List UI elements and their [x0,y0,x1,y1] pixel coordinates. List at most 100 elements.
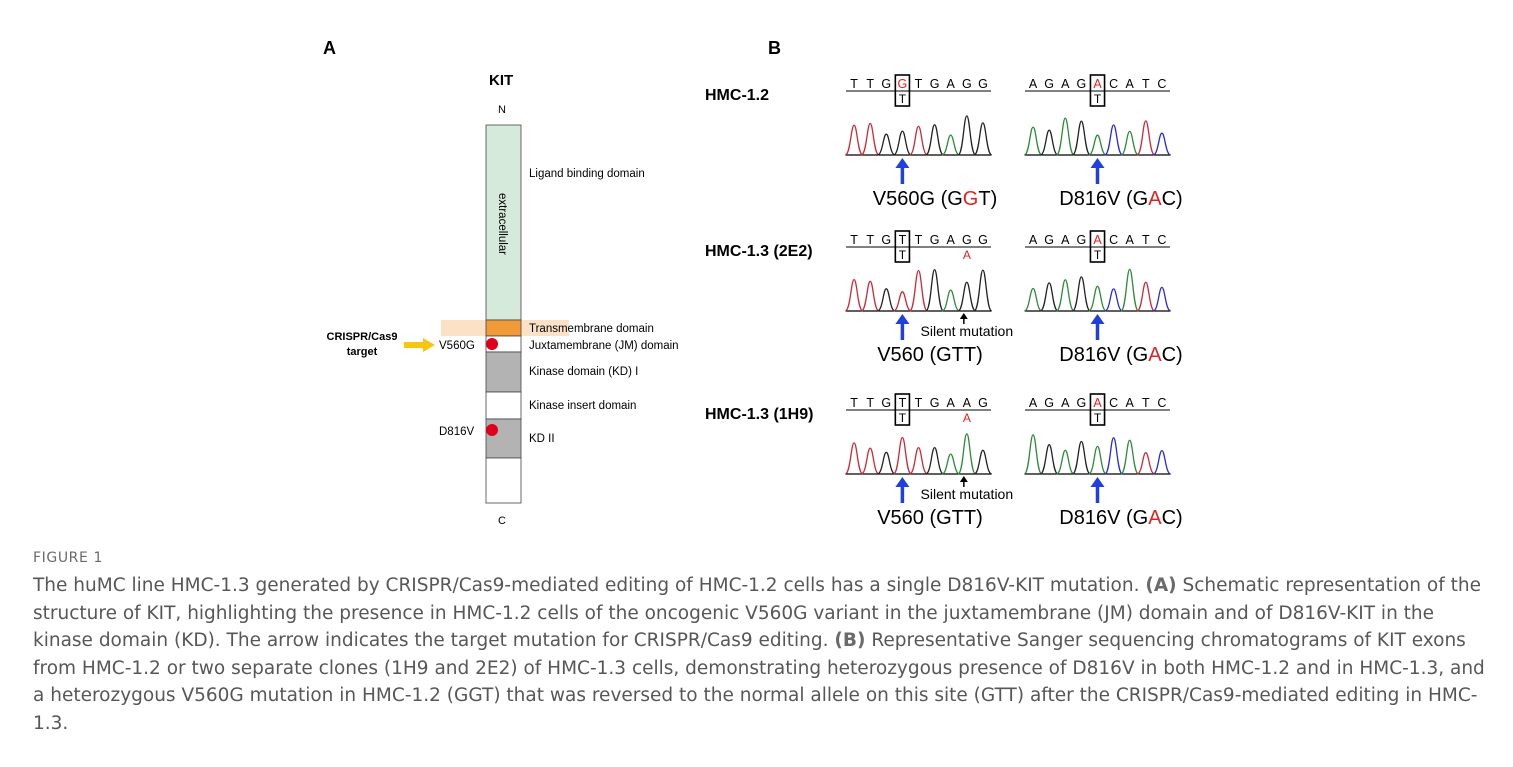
hmc-1-3-1h9-left-mutation-box [894,393,911,426]
hmc-1-3-1h9-left-base-8: G [978,396,988,410]
hmc-1-2-left-peak-8 [973,122,993,156]
crispr-target-label-line1: CRISPR/Cas9 [327,331,398,343]
hmc-1-3-1h9-left-arrow-head [895,477,910,487]
hmc-1-3-1h9-left-base-2: G [881,396,891,410]
hmc-1-3-2e2-right-base-3: G [1077,233,1087,247]
hmc-1-3-1h9-left-peak-5 [925,446,944,475]
hmc-1-3-1h9-right-peak-0 [1023,434,1043,475]
hmc-1-3-1h9-right-peak-3 [1071,440,1091,475]
hmc-1-3-2e2-right-base-0: A [1029,233,1038,247]
juxtamembrane-label: Juxtamembrane (JM) domain [529,340,679,352]
hmc-1-3-1h9-left-base-4: T [915,396,923,410]
hmc-1-2-left-peak-7 [957,115,977,156]
hmc-1-3-1h9-right-peak-1 [1039,444,1059,475]
hmc-1-3-2e2-left-peak-0 [844,278,864,312]
caption-a-label: (A) [1145,575,1177,596]
hmc-1-2-row-title: HMC-1.2 [705,87,769,104]
hmc-1-3-1h9-right-peak-5 [1104,437,1124,475]
hmc-1-3-1h9-right-mutation-box [1089,393,1106,426]
hmc-1-3-2e2-left-base-2: G [881,233,891,247]
kinase-insert-label: Kinase insert domain [529,400,636,412]
hmc-1-3-2e2-left-alt-base: T [899,248,907,262]
hmc-1-2-left-base-3: G [898,77,908,91]
hmc-1-3-2e2-left-peak-2 [877,288,896,312]
kit-title: KIT [489,72,513,89]
hmc-1-3-1h9-left-base-3: T [899,396,907,410]
hmc-1-3-2e2-left-base-5: G [930,233,940,247]
hmc-1-3-2e2-right-peak-2 [1055,279,1075,312]
hmc-1-2-right-peak-5 [1104,124,1123,156]
hmc-1-3-1h9-right-base-8: C [1157,396,1166,410]
hmc-1-3-1h9-left-peak-3 [892,436,912,475]
extracellular-label: extracellular [496,193,508,255]
hmc-1-2-left-peak-1 [860,122,880,156]
hmc-1-2-right-base-2: A [1061,77,1070,91]
hmc-1-3-1h9-left-base-7: A [963,396,972,410]
hmc-1-2-right-arrow-head [1090,158,1105,168]
hmc-1-3-1h9-right-peak-7 [1136,452,1155,475]
hmc-1-3-1h9-left-peak-7 [957,433,977,475]
v560g-label: V560G [439,340,475,352]
hmc-1-3-2e2-right-peak-6 [1120,268,1140,312]
hmc-1-2-right-mutation-box [1089,74,1106,107]
kinase-domain-2-label: KD II [529,433,555,445]
hmc-1-2-right-peak-8 [1152,132,1172,156]
hmc-1-3-2e2-left-peak-3 [893,291,912,312]
hmc-1-2-left-arrow-head [895,158,910,168]
hmc-1-3-1h9-left-base-1: T [866,396,874,410]
hmc-1-3-1h9-silent-arrow-head [959,476,968,482]
hmc-1-3-2e2-left-base-3: T [899,233,907,247]
d816v-label: D816V [439,426,474,438]
c-terminus-label: C [498,515,506,527]
hmc-1-2-left-base-0: T [850,77,858,91]
hmc-1-3-1h9-left-base-5: G [930,396,940,410]
extracellular-segment [485,124,522,321]
hmc-1-3-1h9-left-silent-base: A [963,411,971,425]
hmc-1-2-left-peak-0 [844,124,864,156]
figure-caption: FIGURE 1 The huMC line HMC-1.3 generated… [33,550,1493,737]
hmc-1-3-2e2-left-peak-7 [957,281,977,312]
ligand-binding-label: Ligand binding domain [529,168,645,180]
hmc-1-2-right-base-6: A [1126,77,1135,91]
hmc-1-2-left-base-7: G [962,77,972,91]
hmc-1-3-1h9-left-mutation-label: V560 (GTT) [877,507,983,529]
hmc-1-3-1h9-right-base-4: A [1093,396,1102,410]
transmembrane-label: Transmembrane domain [529,323,654,335]
hmc-1-3-1h9-right-mutation-label: D816V (GAC) [1059,507,1182,529]
hmc-1-3-1h9-left-alt-base: T [899,411,907,425]
panel-b-label: B [768,38,781,58]
hmc-1-2-left-base-5: G [930,77,940,91]
hmc-1-3-1h9-left-peak-6 [941,453,960,475]
hmc-1-3-1h9-left-peak-8 [973,449,993,475]
hmc-1-3-2e2-row-title: HMC-1.3 (2E2) [705,243,813,260]
hmc-1-3-1h9-row-title: HMC-1.3 (1H9) [705,406,813,423]
hmc-1-3-2e2-right-base-6: A [1126,233,1135,247]
hmc-1-3-2e2-left-peak-5 [925,269,945,312]
hmc-1-3-1h9-right-base-6: A [1126,396,1135,410]
hmc-1-3-2e2-right-peak-5 [1104,288,1123,312]
hmc-1-2-right-peak-1 [1039,129,1059,156]
hmc-1-3-2e2-left-peak-4 [908,269,929,312]
hmc-1-2-right-peak-6 [1120,130,1139,156]
hmc-1-3-1h9-right-base-3: G [1077,396,1087,410]
figure-label: FIGURE 1 [33,550,104,566]
hmc-1-3-2e2-right-peak-4 [1088,285,1107,312]
hmc-1-3-1h9-left-base-0: T [850,396,858,410]
hmc-1-3-2e2-right-base-7: T [1142,233,1150,247]
hmc-1-3-1h9-left-peak-1 [860,447,880,475]
hmc-1-3-2e2-silent-arrow-head [959,313,968,319]
hmc-1-2-left-mutation-label: V560G (GGT) [873,188,998,210]
hmc-1-2-right-peak-2 [1055,117,1075,156]
hmc-1-2-left-alt-base: T [899,92,907,106]
hmc-1-3-2e2-right-peak-7 [1136,281,1156,312]
hmc-1-2-left-mutation-box [894,74,911,107]
hmc-1-3-2e2-right-arrow-head [1090,314,1105,324]
hmc-1-2-right-mutation-label: D816V (GAC) [1059,188,1182,210]
hmc-1-2-right-alt-base: T [1094,92,1102,106]
hmc-1-3-2e2-left-base-4: T [915,233,923,247]
caption-b-label: (B) [834,630,866,651]
figure-graphic: A KIT N extracellular C Ligand binding d… [323,38,1183,529]
